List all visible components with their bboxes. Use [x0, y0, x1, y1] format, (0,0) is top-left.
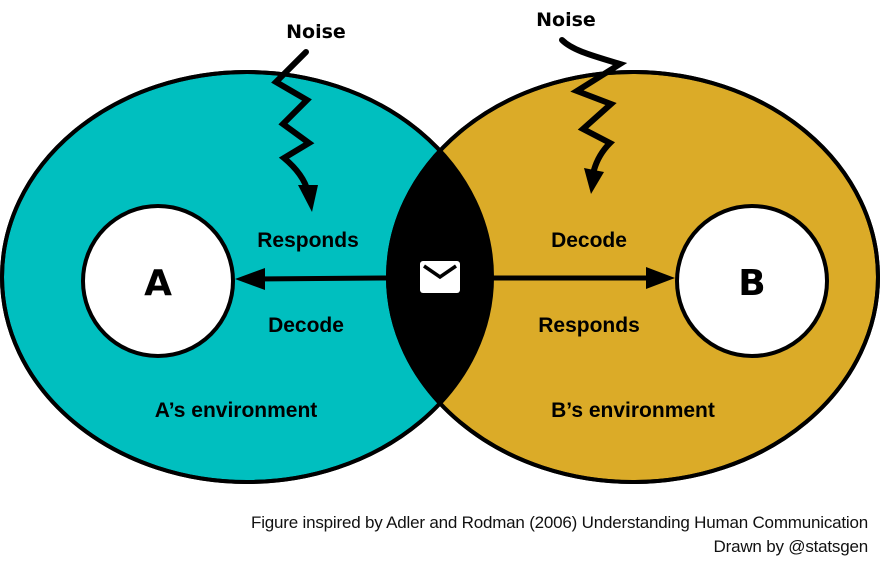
right-upper-label: Decode [551, 229, 627, 252]
noise-label-left: Noise [286, 21, 346, 43]
noise-arrowhead-left [298, 185, 318, 212]
person-b-circle [675, 204, 829, 358]
noise-arrow-right [559, 37, 628, 173]
left-upper-label: Responds [257, 229, 359, 252]
arrow-to-a [245, 275, 389, 282]
caption-author: Drawn by @statsgen [713, 537, 869, 556]
left-lower-label: Decode [268, 314, 344, 337]
b-environment-label: B’s environment [551, 399, 715, 422]
noise-label-right: Noise [536, 9, 596, 31]
arrowhead-to-a [235, 268, 265, 290]
person-a-circle [81, 204, 235, 358]
person-b-label: B [738, 263, 765, 304]
arrowhead-to-b [646, 267, 675, 289]
a-environment-label: A’s environment [155, 399, 318, 422]
envelope-icon [420, 261, 460, 293]
b-environment-outline [386, 70, 880, 484]
person-a-label: A [144, 263, 172, 304]
caption-attribution: Figure inspired by Adler and Rodman (200… [251, 513, 868, 532]
right-lower-label: Responds [538, 314, 640, 337]
noise-arrowhead-right [584, 168, 604, 194]
